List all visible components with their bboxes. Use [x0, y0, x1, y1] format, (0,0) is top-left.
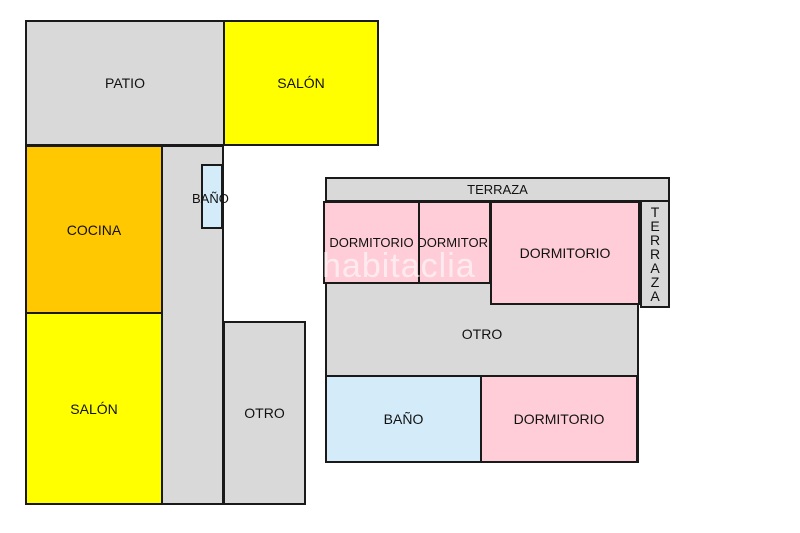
room-label: DORMITORIO: [519, 245, 611, 261]
room-label: BAÑO: [192, 191, 229, 206]
room-salon-top: SALÓN: [223, 20, 379, 146]
room-label: DORMITORI: [418, 235, 491, 250]
room-bano-right: BAÑO: [325, 375, 482, 463]
terraza-letter: A: [650, 288, 660, 304]
terraza-letter: A: [650, 260, 660, 276]
room-terraza-side: T E R R A Z A: [640, 200, 670, 308]
room-otro-left: OTRO: [223, 321, 306, 505]
terraza-letter: R: [649, 246, 661, 262]
terraza-letter: R: [649, 232, 661, 248]
terraza-letter: T: [650, 204, 660, 220]
room-label: TERRAZA: [467, 182, 528, 197]
room-label: DORMITORIO: [513, 411, 605, 427]
room-patio: PATIO: [25, 20, 225, 146]
room-terraza-top: TERRAZA: [325, 177, 670, 202]
room-cocina: COCINA: [25, 145, 163, 314]
terraza-letter: E: [650, 218, 660, 234]
room-label: DORMITORIO: [329, 235, 414, 250]
room-dormitorio-1: DORMITORIO: [323, 201, 420, 284]
room-label: COCINA: [66, 221, 122, 238]
room-label: SALÓN: [70, 400, 118, 417]
room-salon-bottom: SALÓN: [25, 312, 163, 505]
room-label: PATIO: [105, 75, 145, 91]
room-label: OTRO: [244, 405, 285, 421]
room-label: SALÓN: [277, 75, 325, 91]
room-label: OTRO: [461, 326, 503, 342]
terraza-letter: Z: [650, 274, 660, 290]
room-dormitorio-3: DORMITORIO: [490, 201, 640, 305]
room-label: BAÑO: [383, 411, 424, 427]
room-dormitorio-4: DORMITORIO: [480, 375, 638, 463]
room-bano-left: BAÑO: [192, 164, 229, 229]
room-dormitorio-2: DORMITORI: [418, 201, 491, 284]
